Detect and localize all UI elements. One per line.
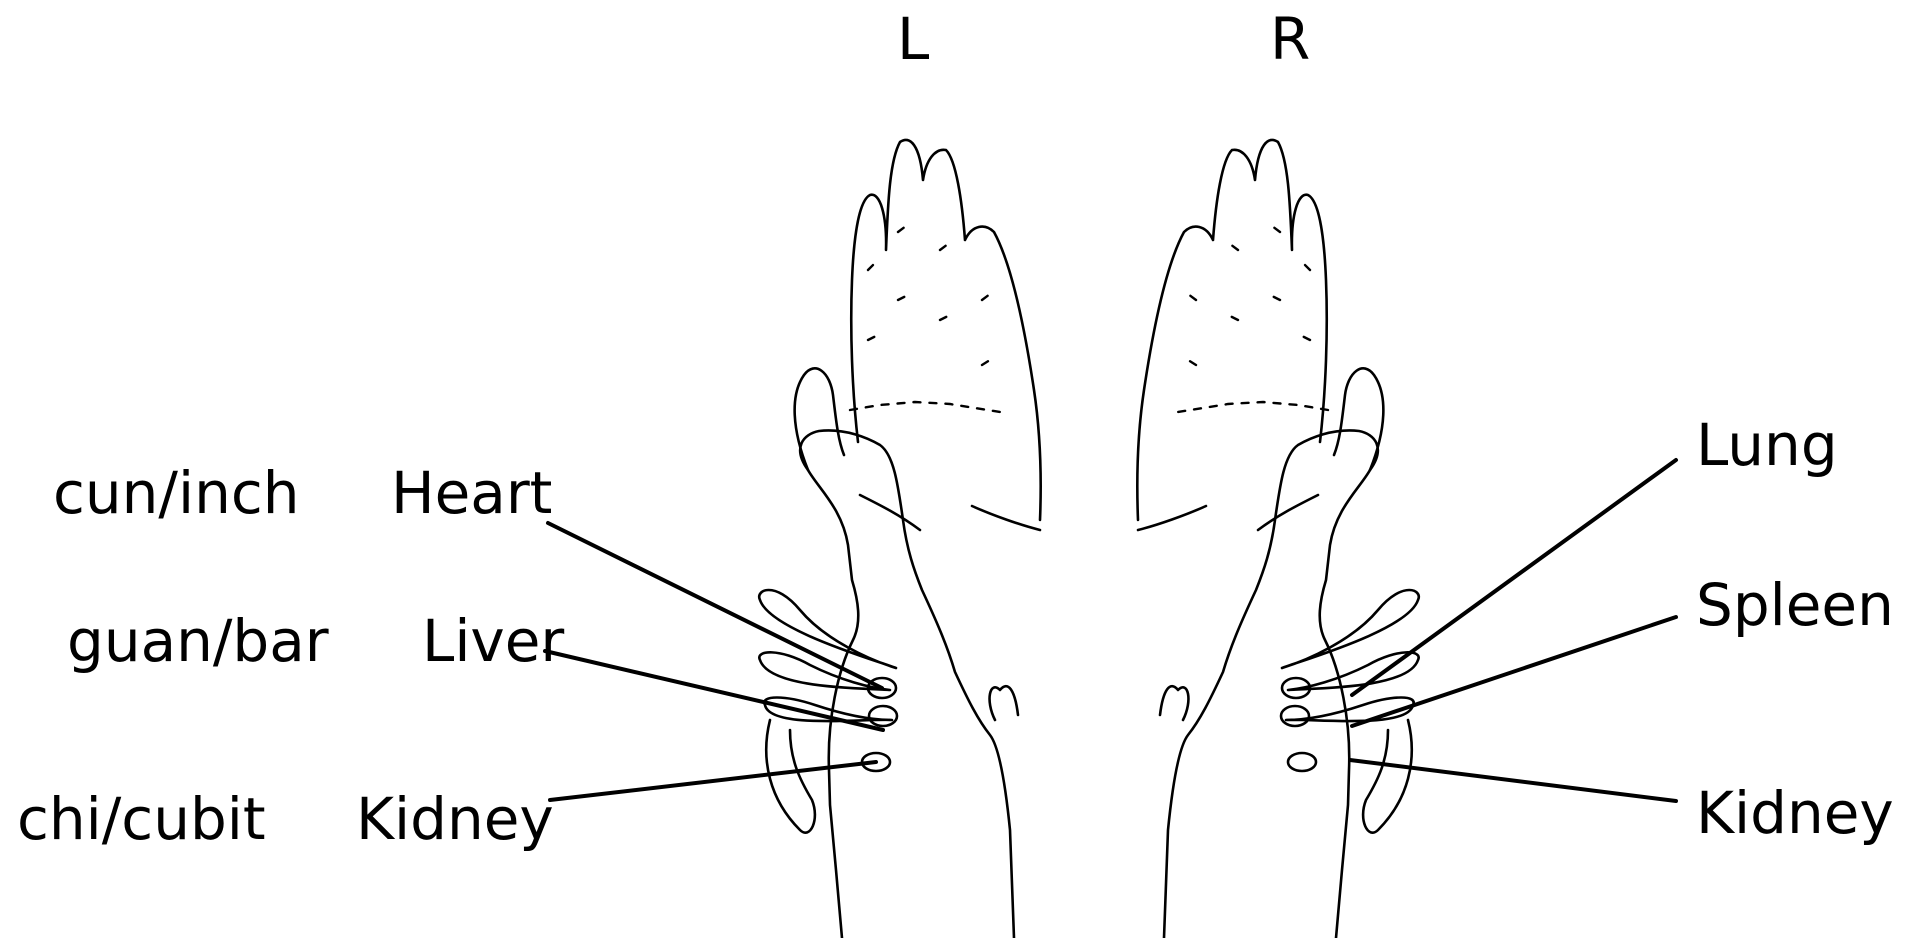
left-organ-heart: Heart xyxy=(391,464,552,522)
left-fingertip-guan xyxy=(869,706,897,726)
left-organ-kidney: Kidney xyxy=(356,790,554,848)
leader-lung xyxy=(1352,460,1676,695)
right-organ-lung: Lung xyxy=(1696,416,1838,474)
position-label-guan: guan/bar xyxy=(67,612,329,670)
left-wrist-bone xyxy=(990,686,1018,720)
left-thumb xyxy=(795,368,844,470)
left-hand xyxy=(759,140,1041,938)
side-label-left: L xyxy=(897,10,929,68)
left-finger-outlines xyxy=(851,140,1041,520)
right-organ-kidney: Kidney xyxy=(1696,784,1894,842)
left-organ-liver: Liver xyxy=(422,612,564,670)
leader-left-kidney xyxy=(550,762,876,800)
left-examiner-fingers xyxy=(759,590,896,833)
position-label-chi: chi/cubit xyxy=(17,790,266,848)
right-organ-spleen: Spleen xyxy=(1696,576,1894,634)
right-hand xyxy=(1137,140,1419,938)
leader-right-kidney xyxy=(1350,760,1676,801)
position-label-cun: cun/inch xyxy=(53,464,299,522)
leader-spleen xyxy=(1352,617,1676,726)
left-palm-lines xyxy=(860,495,1040,530)
left-palm-outline xyxy=(800,430,1014,938)
left-finger-creases xyxy=(850,226,1000,412)
side-label-right: R xyxy=(1270,10,1310,68)
